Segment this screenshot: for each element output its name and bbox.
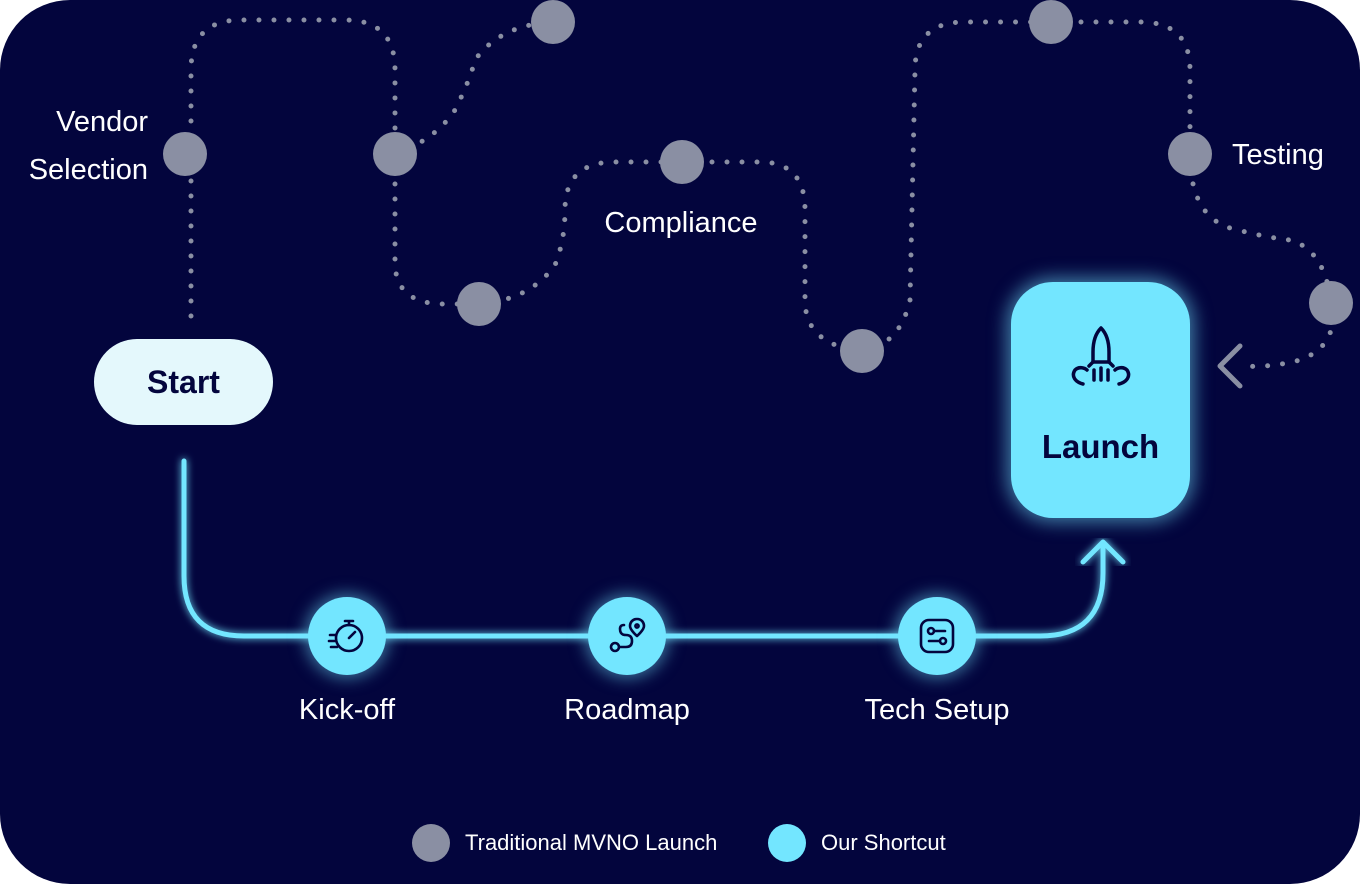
tech-setup-label: Tech Setup (864, 694, 1010, 726)
traditional-node (163, 132, 207, 176)
rocket-icon (1071, 326, 1131, 386)
legend-traditional-swatch (412, 824, 450, 862)
traditional-node (660, 140, 704, 184)
traditional-node (1309, 281, 1353, 325)
traditional-dotted-path (188, 17, 1336, 369)
stopwatch-icon (327, 619, 364, 653)
compliance-label: Compliance (604, 207, 758, 239)
tech-setup-step (898, 597, 976, 675)
launch-node: Launch (1011, 282, 1190, 518)
legend-shortcut-swatch (768, 824, 806, 862)
traditional-node (1168, 132, 1212, 176)
traditional-node (840, 329, 884, 373)
traditional-node (1029, 0, 1073, 44)
legend-traditional-label: Traditional MVNO Launch (465, 830, 718, 855)
roadmap-step (588, 597, 666, 675)
traditional-arrowhead (1217, 343, 1243, 389)
kickoff-label: Kick-off (298, 694, 396, 726)
legend-shortcut-label: Our Shortcut (821, 830, 946, 855)
traditional-node (373, 132, 417, 176)
roadmap-label: Roadmap (564, 694, 690, 726)
start-node: Start (94, 339, 273, 425)
settings-sliders-icon (919, 618, 955, 654)
kickoff-step (308, 597, 386, 675)
launch-label: Launch (1041, 428, 1160, 465)
shortcut-arrowhead (1080, 539, 1126, 565)
start-label: Start (147, 363, 220, 400)
route-pin-icon (609, 617, 646, 653)
traditional-node (531, 0, 575, 44)
testing-label: Testing (1232, 139, 1324, 171)
traditional-node (457, 282, 501, 326)
vendor-selection-label: Vendor Selection (28, 106, 148, 186)
